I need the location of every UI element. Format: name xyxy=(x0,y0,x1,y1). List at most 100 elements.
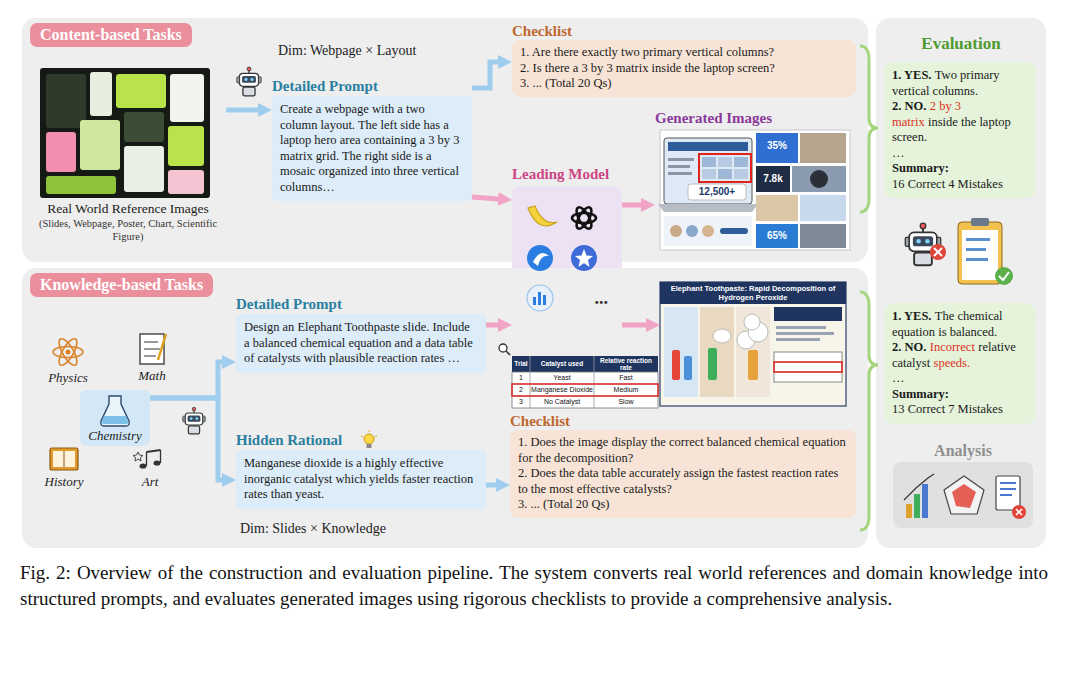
domain-label: History xyxy=(34,474,94,490)
box-text: 1. Are there exactly two primary vertica… xyxy=(520,45,848,61)
math-icon-part xyxy=(158,334,166,360)
generated-webpage-part xyxy=(664,138,752,204)
box-body: 1. Does the image display the correct ba… xyxy=(510,430,856,518)
dimension-label: Dim: Webpage × Layout xyxy=(278,42,478,60)
generated-slide-art-part xyxy=(684,356,692,380)
domain-label: Chemistry xyxy=(80,428,150,444)
result-line: 1. YES.Two primary vertical columns. xyxy=(892,68,1028,99)
table-cell: Medium xyxy=(594,384,658,396)
model-logos-part xyxy=(572,205,596,231)
table-cell: No Catalyst xyxy=(530,396,594,408)
generated-slide-art-part xyxy=(774,352,842,382)
generated-webpage-part xyxy=(734,169,748,179)
analysis-box: Analysis xyxy=(893,440,1033,528)
box-body: Design an Elephant Toothpaste slide. Inc… xyxy=(236,314,486,373)
zoom-table xyxy=(499,344,658,408)
result-text: … xyxy=(892,371,905,385)
analysis-icons xyxy=(904,474,1026,519)
summary-bracket-part xyxy=(860,46,878,212)
generated-webpage-part xyxy=(718,169,732,179)
judge-icon-part xyxy=(995,267,1013,285)
panel-title: Knowledge-based Tasks xyxy=(30,273,213,297)
result-line: 2. NO.Incorrectrelative catalystspeeds. xyxy=(892,340,1028,371)
generated-slide-art-part xyxy=(776,332,834,335)
history-icon-part xyxy=(64,451,65,467)
model-logos-part xyxy=(533,253,549,266)
reference-collage-part xyxy=(46,132,76,172)
generated-webpage-part xyxy=(668,142,748,151)
model-logos-part xyxy=(528,206,557,226)
model-logos-part xyxy=(543,295,546,305)
math-icon-part xyxy=(144,356,156,357)
judge-icon-part xyxy=(930,244,946,260)
result-text: 1. YES. xyxy=(892,68,931,82)
generated-webpage-part xyxy=(699,154,751,182)
prompt-box: Detailed PromptCreate a webpage with a t… xyxy=(272,76,472,201)
analysis-icons-part xyxy=(904,474,934,500)
model-logos-part xyxy=(538,292,541,305)
judge-icon-part xyxy=(966,248,986,251)
box-text: 3. ... (Total 20 Qs) xyxy=(518,497,848,513)
history-icon xyxy=(50,448,78,470)
flow-arrow xyxy=(486,323,504,328)
table-cell: Yeast xyxy=(530,372,594,384)
art-icon-part xyxy=(140,463,147,468)
box-text: 3. ... (Total 20 Qs) xyxy=(520,76,848,92)
flow-arrow xyxy=(150,398,228,480)
judge-icon-part xyxy=(966,238,990,241)
checklist-box: Checklist1. Does the image display the c… xyxy=(510,412,856,518)
result-text: 16 Correct 4 Mistakes xyxy=(892,177,1003,191)
table-cell: 3 xyxy=(512,396,530,408)
analysis-icons-part xyxy=(914,494,920,518)
math-icon xyxy=(140,334,166,364)
idea-bulb-part xyxy=(364,434,374,444)
generated-slide-art-part xyxy=(748,322,768,342)
model-logos-part xyxy=(527,245,553,271)
agent-robot-part xyxy=(183,407,205,434)
judge-icon-part xyxy=(905,223,940,265)
zoom-table-part xyxy=(506,351,510,355)
result-text: … xyxy=(892,146,905,160)
generated-webpage-part xyxy=(756,224,798,248)
generated-webpage xyxy=(658,130,850,250)
chemistry-flask-part xyxy=(102,416,129,424)
art-icon-part xyxy=(146,452,147,466)
generated-slide-art-part xyxy=(660,282,846,406)
rationale-box: Hidden RationalManganese dioxide is a hi… xyxy=(236,430,486,509)
panel-title: Content-based Tasks xyxy=(30,23,192,47)
chemistry-flask-part xyxy=(101,396,129,426)
box-heading: Detailed Prompt xyxy=(236,294,486,314)
image-caption: Real World Reference Images xyxy=(30,200,226,217)
table-cell: Fast xyxy=(594,372,658,384)
generated-webpage-part xyxy=(702,169,716,179)
flow-arrow xyxy=(486,483,502,488)
stat-number: 7.8k xyxy=(756,173,790,185)
judge-icon-part xyxy=(934,248,942,256)
stat-number: 65% xyxy=(756,230,798,242)
reference-collage-part xyxy=(168,126,204,166)
judge-icon-part xyxy=(962,230,998,280)
generated-slide-art-part xyxy=(774,307,842,321)
result-line: … xyxy=(892,371,1028,387)
analysis-panel xyxy=(893,462,1033,528)
generated-webpage-part xyxy=(670,225,682,237)
generated-webpage-part xyxy=(702,225,714,237)
history-icon-part xyxy=(53,451,75,467)
box-body: Create a webpage with a two column layou… xyxy=(272,96,472,201)
generated-slide-art-part xyxy=(774,362,842,372)
zoom-table-part xyxy=(512,384,658,396)
analysis-icons-part xyxy=(906,504,912,518)
zoom-table-part xyxy=(512,384,658,385)
zoom-table-part xyxy=(594,356,595,408)
judge-icon-part xyxy=(971,218,989,226)
generated-webpage-part xyxy=(668,158,694,161)
box-text: Design an Elephant Toothpaste slide. Inc… xyxy=(244,320,478,367)
reference-collage-part xyxy=(90,72,112,116)
box-text: Create a webpage with a two column layou… xyxy=(280,102,464,195)
analysis-icons-part xyxy=(1000,488,1016,490)
generated-slide-art-part xyxy=(744,314,760,330)
idea-bulb-part xyxy=(375,436,377,437)
image-subcaption: (Slides, Webpage, Poster, Chart, Scienti… xyxy=(30,217,226,243)
evaluation-panel: 1. YES.Two primary vertical columns. 2. N… xyxy=(876,18,1046,548)
